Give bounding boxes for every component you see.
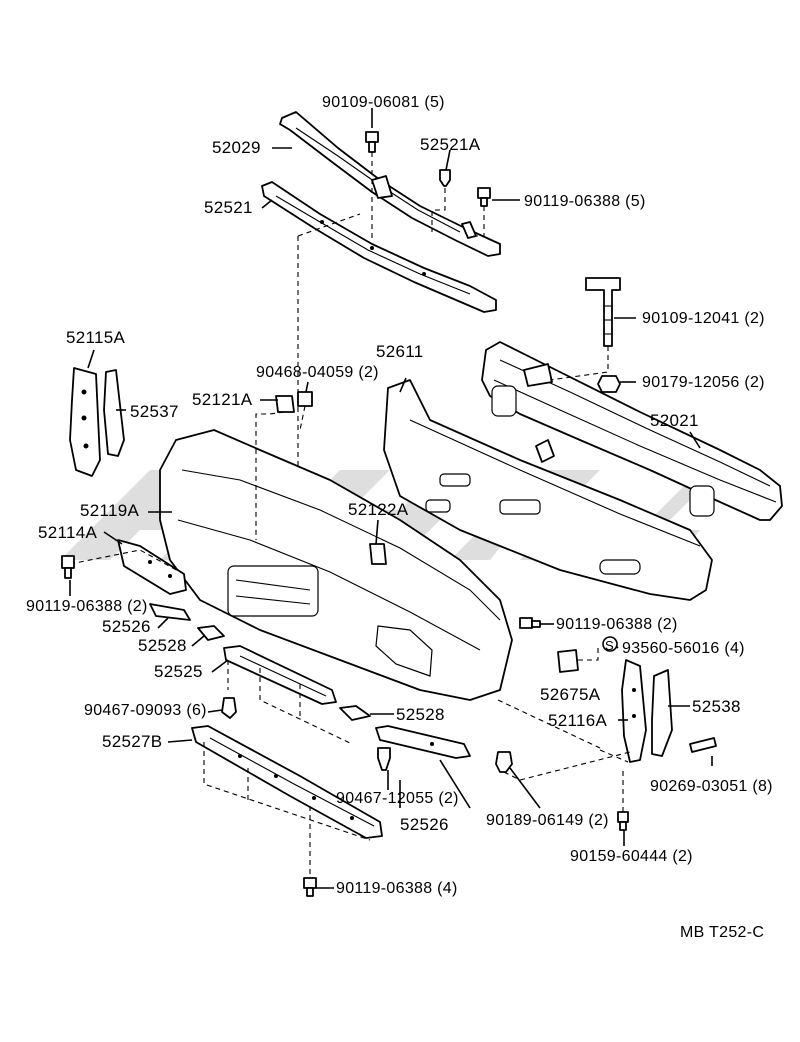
label-52527B: 52527B — [102, 732, 163, 751]
leader-90189 — [503, 751, 631, 781]
leader-52675A — [578, 648, 599, 661]
leader-52116A — [497, 699, 629, 763]
label-90119-06388-4: 90119-06388 (4) — [336, 880, 458, 897]
leader-52526-lower — [399, 759, 471, 809]
label-90119-06388-2b: 90119-06388 (2) — [556, 616, 678, 633]
label-52528-upper: 52528 — [138, 636, 187, 655]
clip-52521A — [439, 169, 451, 187]
leader-top-5 — [297, 213, 361, 237]
reinforcement-52527B — [191, 725, 383, 839]
bolt-90159-60444 — [617, 811, 629, 831]
bracket-52121A — [275, 395, 295, 413]
label-90467-09093: 90467-09093 (6) — [84, 702, 207, 719]
bumper-cover-52119A — [159, 429, 513, 701]
reinforcement-52521 — [261, 181, 497, 313]
label-52537: 52537 — [130, 402, 179, 421]
pad-52526-lower — [375, 725, 471, 759]
retainer-52116A — [621, 659, 647, 763]
label-52119A: 52119A — [80, 501, 140, 520]
label-90467-12055: 90467-12055 (2) — [336, 790, 459, 807]
bolt-90119-06388-left — [61, 555, 75, 579]
clip-90269-03051 — [689, 737, 717, 753]
label-90179-12056: 90179-12056 (2) — [642, 374, 765, 391]
leader-52525 — [227, 660, 353, 745]
label-52521: 52521 — [204, 198, 253, 217]
reinforcement-52525 — [223, 645, 337, 705]
label-52114A: 52114A — [38, 523, 98, 542]
label-52121A: 52121A — [192, 390, 253, 409]
clip-90468-04059 — [297, 391, 313, 407]
retainer-52114A — [117, 539, 187, 595]
leader-top-3 — [470, 206, 485, 237]
absorber-52611 — [383, 379, 713, 601]
s-symbol-circle — [602, 636, 618, 652]
retainer-52115A — [69, 367, 101, 477]
label-52525: 52525 — [154, 662, 203, 681]
label-52675A: 52675A — [540, 685, 601, 704]
label-52528-lower: 52528 — [396, 705, 445, 724]
label-52116A: 52116A — [548, 711, 608, 730]
bracket-52675A — [557, 649, 579, 673]
label-52115A: 52115A — [66, 328, 126, 347]
label-90159-60444: 90159-60444 (2) — [570, 848, 693, 865]
label-52521A: 52521A — [420, 135, 481, 154]
leader-52114A — [69, 549, 181, 573]
label-52029: 52029 — [212, 138, 261, 157]
retainer-52537 — [103, 369, 125, 457]
label-52526-lower: 52526 — [400, 815, 449, 834]
leader-52021 — [549, 346, 609, 381]
label-52021: 52021 — [650, 411, 699, 430]
label-90468-04059: 90468-04059 (2) — [256, 364, 379, 381]
pad-52528-upper — [197, 625, 225, 641]
bracket-52122A — [369, 543, 387, 565]
leader-52121A-b — [299, 405, 306, 431]
label-90269-03051: 90269-03051 (8) — [650, 778, 773, 795]
label-93560-56016: 93560-56016 (4) — [622, 640, 745, 657]
diagram-code: MB T252-C — [680, 924, 765, 941]
leader-52121A — [255, 411, 285, 540]
label-52122A: 52122A — [348, 500, 409, 519]
pad-52526-upper — [149, 603, 191, 621]
reinforcement-52021 — [481, 341, 783, 521]
bolt-90119-06388-right — [519, 617, 541, 629]
label-s-symbol: S — [605, 638, 614, 653]
label-90109-06081: 90109-06081 (5) — [322, 94, 445, 111]
label-52526-upper: 52526 — [102, 617, 151, 636]
clip-90467-12055 — [377, 747, 391, 771]
label-90109-12041: 90109-12041 (2) — [642, 310, 765, 327]
fastener-90109-06081 — [365, 131, 379, 153]
clip-90467-09093 — [221, 697, 237, 719]
pad-52528-lower — [339, 705, 371, 721]
bolt-90119-06388-bottom — [303, 877, 317, 897]
bolt-90119-06388-top — [477, 187, 491, 207]
label-90119-06388-5: 90119-06388 (5) — [524, 193, 646, 210]
label-90189-06149: 90189-06149 (2) — [486, 812, 609, 829]
label-90119-06388-2a: 90119-06388 (2) — [26, 598, 148, 615]
label-52538: 52538 — [692, 697, 741, 716]
label-52611: 52611 — [376, 342, 424, 361]
nut-90179-12056 — [597, 375, 621, 393]
leader-top-2 — [431, 188, 446, 232]
clip-90189-06149 — [495, 751, 513, 773]
retainer-52029 — [279, 111, 501, 257]
bolt-90109-12041 — [585, 277, 621, 347]
retainer-52538 — [651, 669, 673, 757]
leader-52527B — [203, 742, 371, 876]
label-leaders — [69, 108, 713, 889]
